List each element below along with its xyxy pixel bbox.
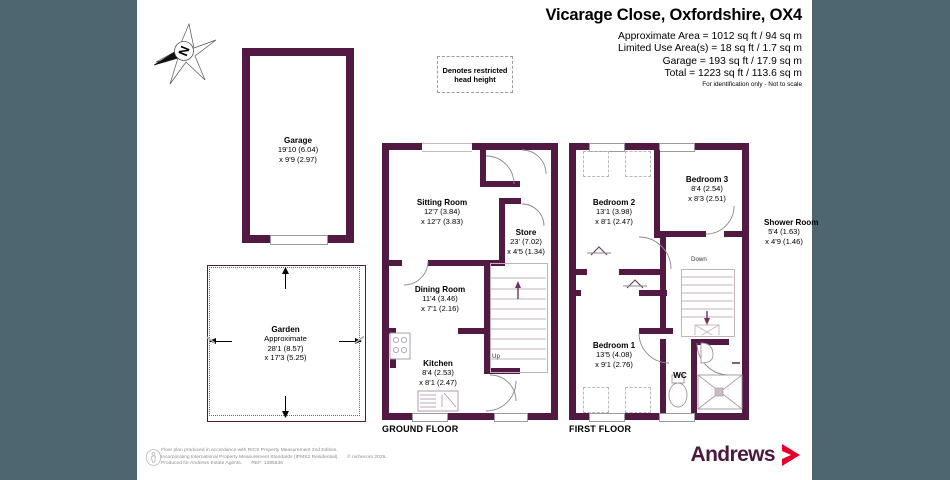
room-label-wc: WC (673, 371, 687, 380)
garden-approx: Approximate (264, 334, 307, 344)
footer-line-1: Floor plan produced in accordance with R… (161, 448, 338, 454)
kitchen-dim-2: x 8'1 (2.47) (419, 377, 457, 387)
garden-plan: Garden Approximate 28'1 (8.57) x 17'3 (5… (207, 265, 366, 422)
restricted-head-height-key: Denotes restricted head height (437, 56, 513, 93)
garage-name: Garage (284, 136, 312, 145)
ground-stair-up-label: Up (492, 353, 500, 360)
compass-rose-icon: N (153, 22, 217, 85)
bathroom-fittings (668, 342, 743, 410)
area-line-limited-use: Limited Use Area(s) = 18 sq ft / 1.7 sq … (618, 43, 802, 55)
room-label-kitchen: Kitchen 8'4 (2.53) x 8'1 (2.47) (398, 359, 478, 387)
hob-icon (389, 332, 411, 360)
room-label-bedroom-3: Bedroom 3 8'4 (2.54) x 8'3 (2.51) (667, 175, 747, 203)
bedroom-3-name: Bedroom 3 (685, 175, 729, 184)
kitchen-dim-1: 8'4 (2.53) (422, 368, 454, 378)
room-label-shower-room: Shower Room 5'4 (1.63) x 4'9 (1.46) (749, 218, 819, 246)
garden-label: Garden Approximate 28'1 (8.57) x 17'3 (5… (207, 325, 364, 362)
area-line-garage: Garage = 193 sq ft / 17.9 sq m (662, 55, 802, 67)
sitting-room-dim-1: 12'7 (3.84) (423, 207, 461, 217)
area-line-total: Total = 1223 sq ft / 113.6 sq m (664, 68, 802, 80)
andrews-logo-text: Andrews (690, 443, 776, 466)
footer-text: Floor plan produced in accordance with R… (161, 448, 387, 468)
bedroom-2-dim-2: x 8'1 (2.47) (595, 216, 633, 226)
garage-dim-2: x 9'9 (2.97) (279, 154, 317, 164)
dining-room-dim-2: x 7'1 (2.16) (421, 303, 459, 313)
ground-door-swings (403, 149, 547, 412)
kitchen-fittings (389, 332, 459, 412)
store-dim-2: x 4'5 (1.34) (507, 246, 545, 256)
store-dim-1: 23' (7.02) (510, 237, 542, 247)
area-summary: Approximate Area = 1012 sq ft / 94 sq m … (618, 31, 802, 81)
bedroom-1-name: Bedroom 1 (592, 341, 636, 350)
garage-plan: Garage 19'10 (6.04) x 9'9 (2.97) (242, 48, 354, 245)
shower-room-dim-2: x 4'9 (1.46) (765, 236, 803, 246)
bedroom-3-dim-2: x 8'3 (2.51) (688, 193, 726, 203)
store-name: Store (515, 228, 537, 237)
first-staircase (681, 276, 733, 335)
footer-copyright: © nichecom 2025. (347, 454, 387, 460)
bedroom-1-dim-2: x 9'1 (2.76) (595, 359, 633, 369)
first-stair-down-label: Down (691, 256, 707, 263)
dining-room-dim-1: 11'4 (3.46) (422, 294, 458, 304)
garage-dim-1: 19'10 (6.04) (277, 145, 319, 155)
first-door-swings (587, 205, 735, 376)
toilet-icon (668, 382, 688, 408)
ground-staircase (490, 277, 546, 360)
room-label-sitting-room: Sitting Room 12'7 (3.84) x 12'7 (3.83) (392, 198, 492, 226)
floor-plan-page: Vicarage Close, Oxfordshire, OX4 Approxi… (137, 0, 818, 480)
shower-room-name: Shower Room (764, 218, 819, 227)
garden-dim-2: x 17'3 (5.25) (264, 352, 307, 362)
ground-floor-plan: Up (382, 143, 558, 422)
scale-disclaimer: For identification only - Not to scale (702, 81, 802, 88)
room-label-dining-room: Dining Room 11'4 (3.46) x 7'1 (2.16) (390, 285, 490, 313)
room-label-store: Store 23' (7.02) x 4'5 (1.34) (494, 228, 558, 256)
page-title: Vicarage Close, Oxfordshire, OX4 (545, 6, 803, 24)
sitting-room-name: Sitting Room (416, 198, 468, 207)
ground-floor-label: GROUND FLOOR (382, 424, 459, 434)
garden-dimension-arrows (207, 267, 364, 418)
sitting-room-dim-2: x 12'7 (3.83) (421, 216, 463, 226)
basin-icon (700, 342, 714, 364)
chevron-right-icon (782, 444, 800, 466)
bedroom-1-dim-1: 13'5 (4.08) (595, 350, 633, 360)
rics-person-icon (145, 449, 162, 466)
andrews-logo[interactable]: Andrews (691, 442, 803, 468)
room-label-bedroom-2: Bedroom 2 13'1 (3.98) x 8'1 (2.47) (573, 198, 655, 226)
bedroom-2-dim-1: 13'1 (3.98) (595, 207, 633, 217)
room-label-bedroom-1: Bedroom 1 13'5 (4.08) x 9'1 (2.76) (573, 341, 655, 369)
bedroom-3-dim-1: 8'4 (2.54) (691, 184, 723, 194)
kitchen-name: Kitchen (423, 359, 453, 368)
footer-ref: REF: 1385536 (251, 461, 283, 467)
restricted-head-height-key-label: Denotes restricted head height (442, 65, 508, 84)
garden-name: Garden (271, 325, 300, 334)
bedroom-2-name: Bedroom 2 (592, 198, 636, 207)
shower-room-dim-1: 5'4 (1.63) (768, 227, 800, 237)
dining-room-name: Dining Room (414, 285, 466, 294)
garage-label: Garage 19'10 (6.04) x 9'9 (2.97) (242, 136, 354, 164)
area-line-approximate: Approximate Area = 1012 sq ft / 94 sq m (617, 31, 802, 42)
first-floor-label: FIRST FLOOR (569, 424, 632, 434)
first-floor-plan: Down (569, 143, 749, 422)
footer-line-3: Produced for Andrews Estate Agents. (161, 461, 243, 467)
counter-unit-icon (417, 390, 459, 412)
footer-line-2: Incorporating International Property Mea… (161, 454, 339, 460)
garden-dim-1: 28'1 (8.57) (267, 343, 304, 353)
